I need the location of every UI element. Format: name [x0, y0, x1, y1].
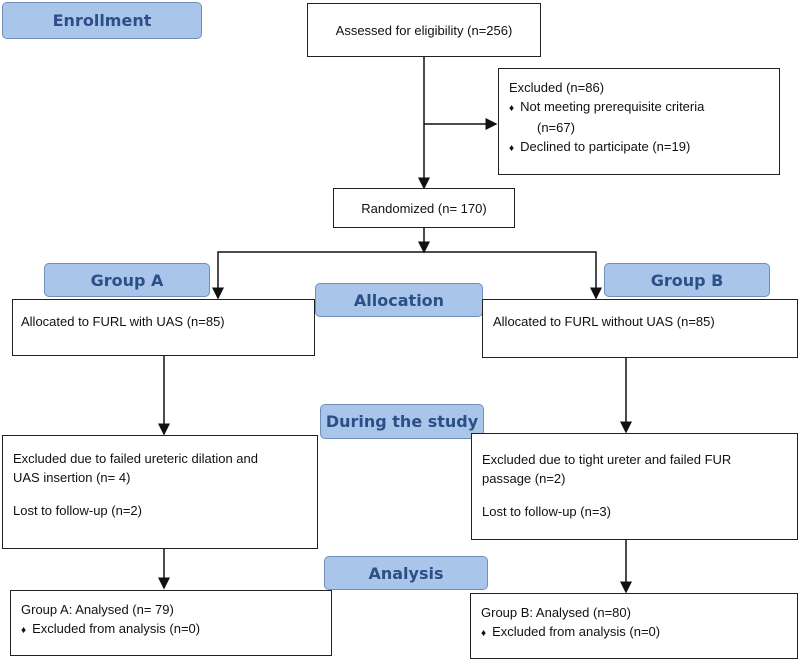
excluded-item-declined: Declined to participate (n=19): [509, 137, 769, 158]
arrow-split-to-group-b: [424, 251, 602, 300]
excluded-box: Excluded (n=86) Not meeting prerequisite…: [498, 68, 780, 175]
excluded-a-lost: Lost to follow-up (n=2): [13, 503, 142, 518]
stage-allocation: Allocation: [315, 283, 483, 317]
analysis-a-box: Group A: Analysed (n= 79) Excluded from …: [10, 590, 332, 656]
assessed-box: Assessed for eligibility (n=256): [307, 3, 541, 57]
excluded-b-lost: Lost to follow-up (n=3): [482, 504, 611, 519]
analysis-b-excluded: Excluded from analysis (n=0): [481, 622, 787, 643]
stage-enrollment: Enrollment: [2, 2, 202, 39]
excluded-a-box: Excluded due to failed ureteric dilation…: [2, 435, 318, 549]
excluded-b-reason-line1: Excluded due to tight ureter and failed …: [482, 452, 732, 467]
excluded-title: Excluded (n=86): [509, 80, 605, 95]
randomized-text: Randomized (n= 170): [361, 200, 487, 216]
excluded-item-criteria-count: (n=67): [537, 120, 575, 135]
analysis-a-title: Group A: Analysed (n= 79): [21, 602, 174, 617]
stage-during-study: During the study: [320, 404, 484, 439]
stage-group-a: Group A: [44, 263, 210, 297]
allocation-b-box: Allocated to FURL without UAS (n=85): [482, 299, 798, 358]
stage-group-b: Group B: [604, 263, 770, 297]
excluded-a-reason-line2: UAS insertion (n= 4): [13, 470, 131, 485]
assessed-text: Assessed for eligibility (n=256): [335, 22, 513, 38]
excluded-b-reason-line2: passage (n=2): [482, 471, 566, 486]
randomized-box: Randomized (n= 170): [333, 188, 515, 228]
allocation-b-text: Allocated to FURL without UAS (n=85): [493, 314, 715, 329]
arrow-split-to-group-a: [212, 251, 424, 300]
allocation-a-box: Allocated to FURL with UAS (n=85): [12, 299, 315, 356]
allocation-a-text: Allocated to FURL with UAS (n=85): [21, 314, 225, 329]
stage-analysis: Analysis: [324, 556, 488, 590]
excluded-a-reason-line1: Excluded due to failed ureteric dilation…: [13, 451, 258, 466]
analysis-a-excluded: Excluded from analysis (n=0): [21, 619, 321, 640]
excluded-item-criteria: Not meeting prerequisite criteria: [509, 97, 769, 118]
excluded-b-box: Excluded due to tight ureter and failed …: [471, 433, 798, 540]
analysis-b-title: Group B: Analysed (n=80): [481, 605, 631, 620]
analysis-b-box: Group B: Analysed (n=80) Excluded from a…: [470, 593, 798, 659]
